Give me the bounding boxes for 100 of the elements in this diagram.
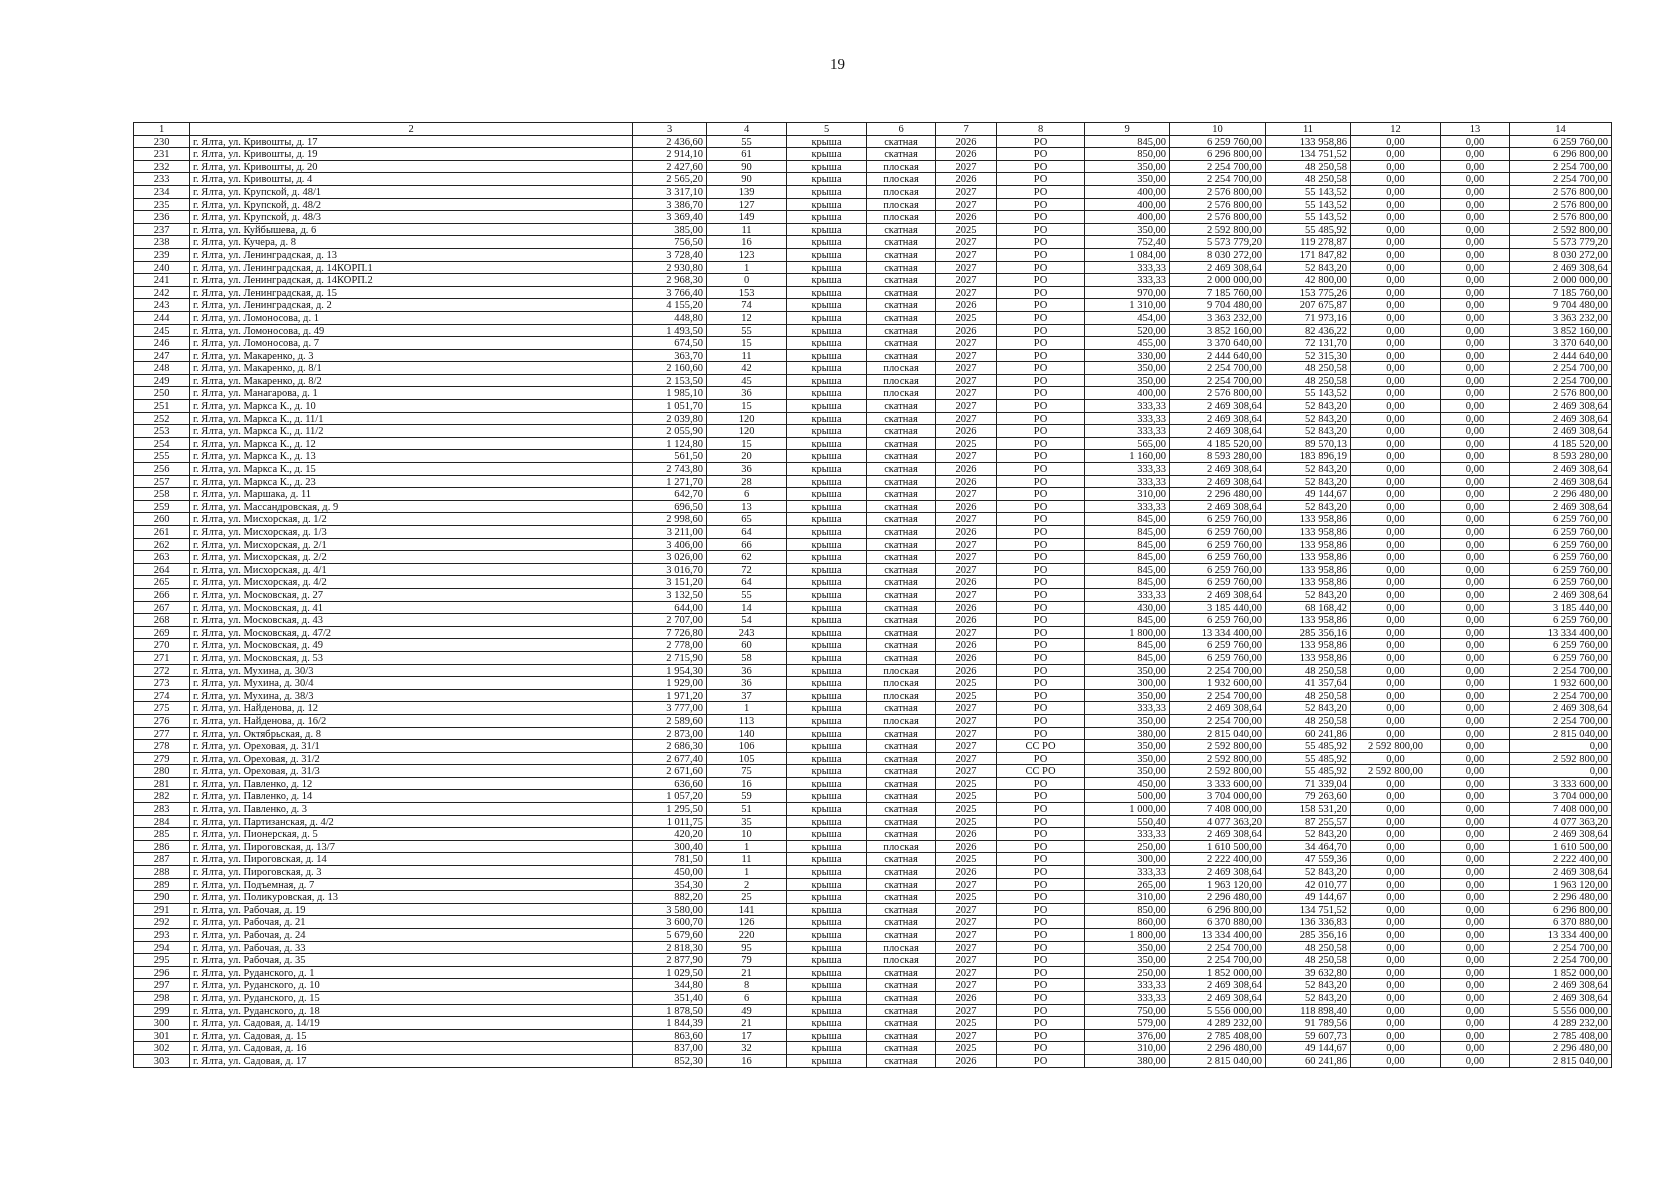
amount-value: 0,00	[1350, 878, 1441, 891]
amount-value: 0,00	[1440, 525, 1510, 539]
amount-value: 0,00	[1350, 512, 1441, 526]
roof-type: скатная	[866, 437, 936, 450]
work-type: РО	[996, 298, 1085, 312]
row-number: 268	[133, 613, 190, 627]
element-type: крыша	[786, 298, 867, 312]
row-number: 296	[133, 966, 190, 979]
fee-value: 133 958,86	[1265, 575, 1351, 589]
element-type: крыша	[786, 928, 867, 942]
element-type: крыша	[786, 235, 867, 249]
column-header: 12	[1350, 122, 1441, 136]
fee-value: 39 632,80	[1265, 966, 1351, 979]
area-value: 3 016,70	[632, 563, 707, 576]
count-value: 120	[706, 424, 787, 438]
work-type: РО	[996, 727, 1085, 740]
fee-value: 133 958,86	[1265, 135, 1351, 148]
column-header: 8	[996, 122, 1085, 136]
row-number: 244	[133, 311, 190, 324]
element-type: крыша	[786, 449, 867, 463]
unit-cost: 333,33	[1084, 412, 1170, 425]
fee-value: 52 843,20	[1265, 399, 1351, 413]
row-number: 269	[133, 626, 190, 639]
amount-value: 0,00	[1350, 815, 1441, 828]
element-type: крыша	[786, 840, 867, 853]
roof-type: плоская	[866, 198, 936, 211]
element-type: крыша	[786, 525, 867, 539]
amount-value: 0,00	[1440, 1054, 1510, 1068]
address-text: г. Ялта, ул. Ленинградская, д. 13	[189, 248, 633, 262]
unit-cost: 845,00	[1084, 550, 1170, 564]
area-value: 1 985,10	[632, 386, 707, 400]
address-text: г. Ялта, ул. Рабочая, д. 24	[189, 928, 633, 942]
element-type: крыша	[786, 802, 867, 816]
unit-cost: 850,00	[1084, 147, 1170, 161]
unit-cost: 565,00	[1084, 437, 1170, 450]
area-value: 450,00	[632, 865, 707, 879]
fee-value: 136 336,83	[1265, 915, 1351, 929]
area-value: 2 671,60	[632, 764, 707, 778]
total-cost: 2 254 700,00	[1169, 714, 1266, 727]
roof-type: скатная	[866, 575, 936, 589]
row-number: 242	[133, 286, 190, 299]
year-value: 2026	[935, 601, 997, 614]
amount-value: 0,00	[1440, 626, 1510, 639]
year-value: 2027	[935, 399, 997, 413]
total-cost: 7 408 000,00	[1169, 802, 1266, 816]
year-value: 2027	[935, 752, 997, 765]
total-value: 2 469 308,64	[1509, 701, 1612, 715]
element-type: крыша	[786, 701, 867, 715]
amount-value: 0,00	[1350, 852, 1441, 866]
amount-value: 0,00	[1440, 575, 1510, 589]
row-number: 254	[133, 437, 190, 450]
area-value: 363,70	[632, 349, 707, 362]
fee-value: 118 898,40	[1265, 1004, 1351, 1017]
year-value: 2027	[935, 185, 997, 199]
area-value: 1 929,00	[632, 676, 707, 690]
count-value: 16	[706, 777, 787, 790]
element-type: крыша	[786, 412, 867, 425]
total-value: 2 469 308,64	[1509, 412, 1612, 425]
work-type: РО	[996, 475, 1085, 488]
address-text: г. Ялта, ул. Мухина, д. 38/3	[189, 689, 633, 702]
row-number: 238	[133, 235, 190, 249]
roof-type: скатная	[866, 991, 936, 1005]
work-type: РО	[996, 840, 1085, 853]
amount-value: 0,00	[1440, 802, 1510, 816]
unit-cost: 450,00	[1084, 777, 1170, 790]
year-value: 2025	[935, 1016, 997, 1030]
address-text: г. Ялта, ул. Ореховая, д. 31/2	[189, 752, 633, 765]
roof-type: скатная	[866, 462, 936, 476]
amount-value: 0,00	[1350, 714, 1441, 727]
unit-cost: 1 084,00	[1084, 248, 1170, 262]
row-number: 250	[133, 386, 190, 400]
total-value: 0,00	[1509, 739, 1612, 753]
amount-value: 0,00	[1350, 626, 1441, 639]
address-text: г. Ялта, ул. Макаренко, д. 8/2	[189, 374, 633, 387]
address-text: г. Ялта, ул. Пионерская, д. 5	[189, 827, 633, 841]
element-type: крыша	[786, 903, 867, 916]
roof-type: скатная	[866, 966, 936, 979]
element-type: крыша	[786, 752, 867, 765]
address-text: г. Ялта, ул. Павленко, д. 14	[189, 789, 633, 803]
element-type: крыша	[786, 588, 867, 602]
unit-cost: 300,00	[1084, 676, 1170, 690]
unit-cost: 333,33	[1084, 827, 1170, 841]
year-value: 2025	[935, 437, 997, 450]
total-cost: 2 469 308,64	[1169, 261, 1266, 274]
unit-cost: 400,00	[1084, 386, 1170, 400]
count-value: 106	[706, 739, 787, 753]
amount-value: 0,00	[1350, 651, 1441, 665]
row-number: 257	[133, 475, 190, 488]
year-value: 2027	[935, 550, 997, 564]
fee-value: 48 250,58	[1265, 941, 1351, 954]
work-type: РО	[996, 185, 1085, 199]
column-header: 11	[1265, 122, 1351, 136]
amount-value: 0,00	[1350, 487, 1441, 501]
total-cost: 8 030 272,00	[1169, 248, 1266, 262]
unit-cost: 350,00	[1084, 714, 1170, 727]
roof-type: скатная	[866, 651, 936, 665]
roof-type: плоская	[866, 689, 936, 702]
total-value: 6 296 800,00	[1509, 147, 1612, 161]
year-value: 2027	[935, 361, 997, 375]
amount-value: 0,00	[1350, 1029, 1441, 1042]
